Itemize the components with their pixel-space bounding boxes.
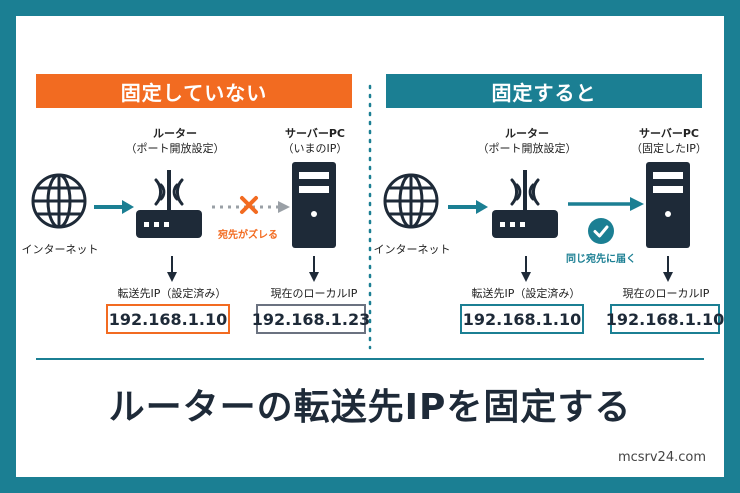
arrow-down-icon (521, 256, 531, 282)
left-server-sublabel: （いまのIP） (282, 142, 348, 155)
globe-icon (383, 173, 439, 229)
left-current-ip: 192.168.1.23 (252, 304, 370, 334)
right-current-label: 現在のローカルIP (622, 287, 710, 300)
right-server-sublabel: （固定したIP） (631, 142, 707, 155)
router-icon (136, 170, 202, 238)
left-internet-label: インターネット (21, 243, 99, 256)
arrow-down-icon (663, 256, 673, 282)
section-divider (36, 358, 704, 360)
left-router-label: ルーター (153, 127, 197, 140)
right-header: 固定すると (386, 74, 702, 108)
right-router-label: ルーター (505, 127, 549, 140)
site-credit: mcsrv24.com (617, 450, 706, 465)
right-router-sublabel: （ポート開放設定） (477, 142, 577, 155)
right-note: 同じ宛先に届く (566, 254, 636, 265)
diagram-panel: 固定していない インターネット ルーター （ポート開放設定） (16, 16, 724, 477)
main-title: ルーターの転送先IPを固定する (108, 387, 632, 428)
globe-icon (31, 173, 87, 229)
left-note: 宛先がズレる (218, 230, 278, 241)
arrow-right-icon (94, 200, 134, 214)
left-forward-label: 転送先IP（設定済み） (117, 287, 227, 300)
arrow-down-icon (167, 256, 177, 282)
right-forward-label: 転送先IP（設定済み） (471, 287, 581, 300)
right-forward-ip: 192.168.1.10 (460, 304, 584, 334)
center-divider (368, 84, 372, 350)
server-icon (646, 162, 690, 248)
right-internet-label: インターネット (373, 243, 451, 256)
server-icon (292, 162, 336, 248)
left-current-label: 現在のローカルIP (270, 287, 358, 300)
left-router-sublabel: （ポート開放設定） (125, 142, 225, 155)
connection-arrow (568, 197, 644, 211)
check-circle-icon (588, 218, 614, 244)
left-header: 固定していない (36, 74, 352, 108)
arrow-down-icon (309, 256, 319, 282)
router-icon (492, 170, 558, 238)
left-server-label: サーバーPC (284, 127, 346, 140)
right-server-label: サーバーPC (638, 127, 700, 140)
left-forward-ip: 192.168.1.10 (106, 304, 230, 334)
cross-icon (240, 196, 258, 214)
right-current-ip: 192.168.1.10 (606, 304, 724, 334)
arrow-right-icon (448, 200, 488, 214)
